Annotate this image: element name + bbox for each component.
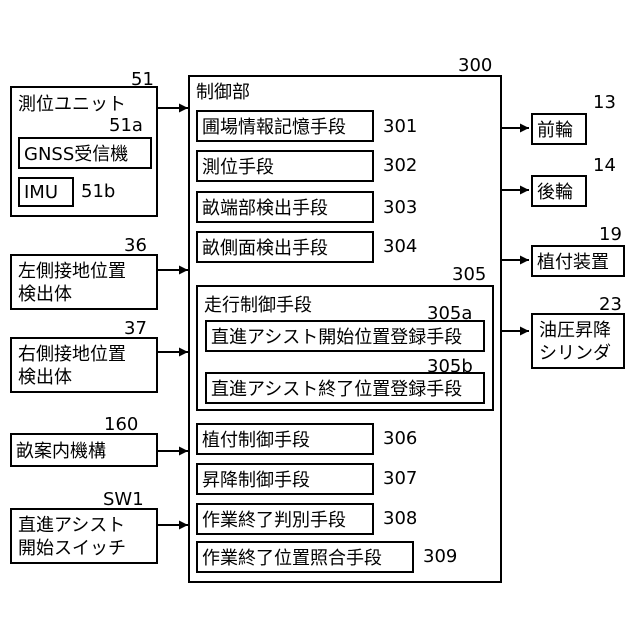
gnss-receiver-label: GNSS受信機: [24, 140, 128, 166]
planting-control-label: 植付制御手段: [202, 426, 310, 452]
ridge-side-detection-ref: 304: [383, 238, 417, 256]
ridge-end-detection-block: 畝端部検出手段: [196, 191, 374, 223]
planting-device-label: 植付装置: [537, 248, 609, 274]
ridge-side-detection-block: 畝側面検出手段: [196, 231, 374, 263]
travel-control-ref: 305: [452, 266, 486, 284]
ridge-end-detection-label: 畝端部検出手段: [202, 194, 328, 220]
assist-start-registration-block: 直進アシスト開始位置登録手段: [205, 320, 485, 352]
front-wheel-label: 前輪: [537, 116, 573, 142]
imu-label: IMU: [24, 182, 58, 203]
travel-control-label: 走行制御手段: [204, 297, 312, 315]
positioning-means-ref: 302: [383, 157, 417, 175]
front-wheel-ref: 13: [593, 94, 616, 112]
assist-switch-block: 直進アシスト 開始スイッチ: [10, 508, 158, 564]
left-ground-detector-block: 左側接地位置 検出体: [10, 254, 158, 310]
planting-device-ref: 19: [599, 226, 622, 244]
ridge-guide-label: 畝案内機構: [16, 437, 106, 463]
hydraulic-cylinder-line2: シリンダ: [539, 345, 611, 363]
rear-wheel-ref: 14: [593, 157, 616, 175]
left-ground-detector-line2: 検出体: [18, 286, 72, 304]
hydraulic-cylinder-ref: 23: [599, 296, 622, 314]
right-ground-detector-ref: 37: [124, 320, 147, 338]
work-end-judgment-ref: 308: [383, 510, 417, 528]
planting-control-block: 植付制御手段: [196, 423, 374, 455]
field-info-storage-ref: 301: [383, 118, 417, 136]
rear-wheel-block: 後輪: [531, 175, 587, 207]
ridge-end-detection-ref: 303: [383, 199, 417, 217]
hydraulic-cylinder-line1: 油圧昇降: [539, 322, 611, 340]
left-ground-detector-ref: 36: [124, 237, 147, 255]
assist-start-registration-label: 直進アシスト開始位置登録手段: [211, 323, 462, 349]
imu-block: IMU: [18, 177, 74, 207]
left-ground-detector-line1: 左側接地位置: [18, 263, 126, 281]
planting-device-block: 植付装置: [531, 245, 625, 277]
lift-control-label: 昇降制御手段: [202, 466, 310, 492]
field-info-storage-label: 圃場情報記憶手段: [202, 113, 346, 139]
planting-control-ref: 306: [383, 430, 417, 448]
hydraulic-cylinder-block: 油圧昇降 シリンダ: [531, 313, 625, 369]
positioning-unit-label: 測位ユニット: [18, 96, 126, 114]
front-wheel-block: 前輪: [531, 113, 587, 145]
assist-switch-ref: SW1: [103, 491, 144, 509]
imu-ref: 51b: [81, 183, 115, 201]
positioning-means-block: 測位手段: [196, 150, 374, 182]
right-ground-detector-line1: 右側接地位置: [18, 346, 126, 364]
ridge-guide-block: 畝案内機構: [10, 433, 158, 467]
ridge-side-detection-label: 畝側面検出手段: [202, 234, 328, 260]
field-info-storage-block: 圃場情報記憶手段: [196, 110, 374, 142]
control-unit-ref: 300: [458, 57, 492, 75]
assist-switch-line2: 開始スイッチ: [18, 540, 126, 558]
assist-end-registration-label: 直進アシスト終了位置登録手段: [211, 375, 462, 401]
control-unit-label: 制御部: [196, 84, 250, 102]
assist-switch-line1: 直進アシスト: [18, 517, 125, 535]
right-ground-detector-line2: 検出体: [18, 369, 72, 387]
work-end-judgment-block: 作業終了判別手段: [196, 503, 374, 535]
ridge-guide-ref: 160: [104, 416, 138, 434]
gnss-ref: 51a: [109, 117, 143, 135]
gnss-receiver-block: GNSS受信機: [18, 137, 152, 169]
work-end-position-check-ref: 309: [423, 548, 457, 566]
work-end-judgment-label: 作業終了判別手段: [202, 506, 346, 532]
work-end-position-check-block: 作業終了位置照合手段: [196, 541, 414, 573]
assist-end-registration-block: 直進アシスト終了位置登録手段: [205, 372, 485, 404]
rear-wheel-label: 後輪: [537, 178, 573, 204]
right-ground-detector-block: 右側接地位置 検出体: [10, 337, 158, 393]
work-end-position-check-label: 作業終了位置照合手段: [202, 544, 382, 570]
lift-control-ref: 307: [383, 470, 417, 488]
positioning-means-label: 測位手段: [202, 153, 274, 179]
lift-control-block: 昇降制御手段: [196, 463, 374, 495]
